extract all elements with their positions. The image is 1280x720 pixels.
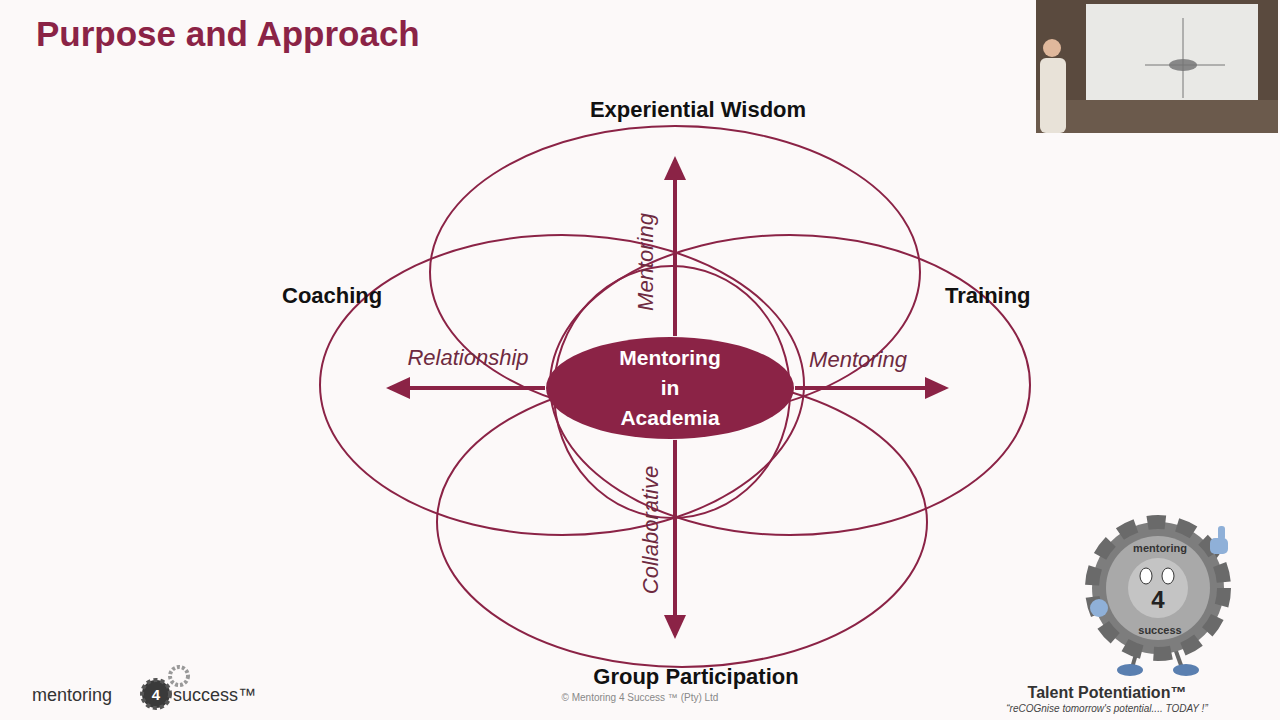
- edge-label: Mentoring: [633, 213, 659, 311]
- video-floor: [1036, 100, 1278, 133]
- video-inset: [1036, 0, 1278, 133]
- mascot-eye: [1162, 568, 1174, 584]
- logo-text: success™: [173, 685, 256, 706]
- ellipse-fill: [546, 337, 794, 439]
- end-label-text: Training: [945, 282, 1045, 310]
- tagline: “reCOGnise tomorrow's potential.... TODA…: [1006, 703, 1207, 714]
- mascot-gear: [1092, 522, 1224, 654]
- presenter-head: [1043, 39, 1061, 57]
- end-label-text: Coaching: [282, 282, 390, 310]
- mascot-number: 4: [1151, 586, 1164, 614]
- mascot-thumb: [1218, 526, 1225, 540]
- mascot: [1090, 522, 1228, 676]
- slide-title: Purpose and Approach: [36, 14, 420, 54]
- axis-end-label: Training: [945, 282, 1045, 398]
- mascot-eye: [1140, 568, 1152, 584]
- presenter-body: [1040, 58, 1066, 133]
- screen-axis: [1145, 65, 1225, 66]
- edge-label: Collaborative: [638, 466, 664, 594]
- projector-screen: [1086, 4, 1258, 102]
- end-label-text: Experiential Wisdom: [558, 96, 838, 124]
- axis-end-label: Coaching: [282, 282, 390, 398]
- mascot-shoe: [1173, 664, 1199, 676]
- center-ellipse: Mentoring in Academia: [545, 336, 795, 440]
- axis-end-label: Group Participation: [550, 635, 842, 691]
- logo-text: mentoring: [32, 685, 112, 706]
- mascot-hub: [1128, 558, 1188, 618]
- arrow-connector: [390, 386, 545, 390]
- mascot-face: [1106, 536, 1210, 640]
- brand-name: Talent Potentiation™: [1028, 684, 1187, 702]
- mascot-text: mentoring: [1133, 542, 1187, 554]
- arrow-connector: [673, 440, 677, 635]
- arrow-connector: [673, 160, 677, 336]
- mascot-hand: [1210, 538, 1228, 554]
- end-label-text: Group Participation: [550, 663, 842, 691]
- axis-end-label: Experiential Wisdom: [558, 96, 838, 160]
- mascot-text: success: [1138, 624, 1181, 636]
- ellipse-text: Mentoring in Academia: [610, 343, 730, 433]
- logo-gear: [142, 680, 170, 708]
- mascot-shoe: [1117, 664, 1143, 676]
- copyright-note: © Mentoring 4 Success ™ (Pty) Ltd: [562, 692, 719, 703]
- mascot-hand: [1090, 599, 1108, 617]
- edge-label: Relationship: [407, 345, 528, 371]
- logo-number: 4: [152, 686, 160, 703]
- edge-label: Mentoring: [809, 347, 907, 373]
- petal-ellipses: [320, 126, 1030, 667]
- small-gear: [170, 667, 188, 685]
- petal-ellipse: [320, 235, 804, 535]
- screen-axis: [1183, 18, 1184, 98]
- arrow-connector: [795, 386, 945, 390]
